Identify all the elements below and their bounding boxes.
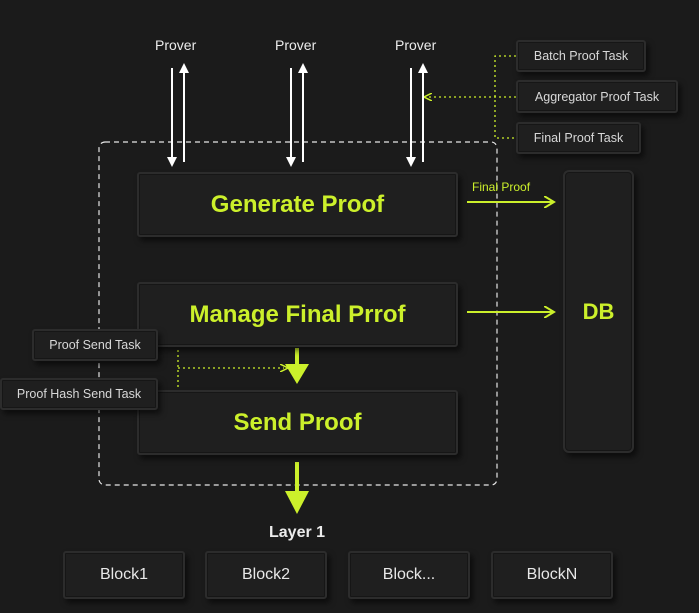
- prover-label-3: Prover: [395, 37, 437, 53]
- block-ellipsis: Block...: [348, 551, 470, 599]
- final-proof-label: Final Proof: [472, 180, 531, 194]
- prover-label-1: Prover: [155, 37, 197, 53]
- block-n: BlockN: [491, 551, 613, 599]
- block-1: Block1: [63, 551, 185, 599]
- layer-1-label: Layer 1: [269, 524, 326, 541]
- task-bracket-left: [158, 344, 179, 395]
- manage-final-proof-stage: Manage Final Prrof: [137, 282, 458, 347]
- proof-hash-send-task: Proof Hash Send Task: [0, 378, 158, 410]
- proof-send-task: Proof Send Task: [32, 329, 158, 361]
- send-proof-stage: Send Proof: [137, 390, 458, 455]
- send-to-layer1-arrow-head: [285, 491, 309, 514]
- database: DB: [563, 170, 634, 453]
- batch-proof-task: Batch Proof Task: [516, 40, 646, 72]
- block-2: Block2: [205, 551, 327, 599]
- generate-proof-stage: Generate Proof: [137, 172, 458, 237]
- manage-to-send-arrow-head: [285, 364, 309, 384]
- final-proof-task: Final Proof Task: [516, 122, 641, 154]
- aggregator-proof-task: Aggregator Proof Task: [516, 80, 678, 113]
- prover-label-2: Prover: [275, 37, 317, 53]
